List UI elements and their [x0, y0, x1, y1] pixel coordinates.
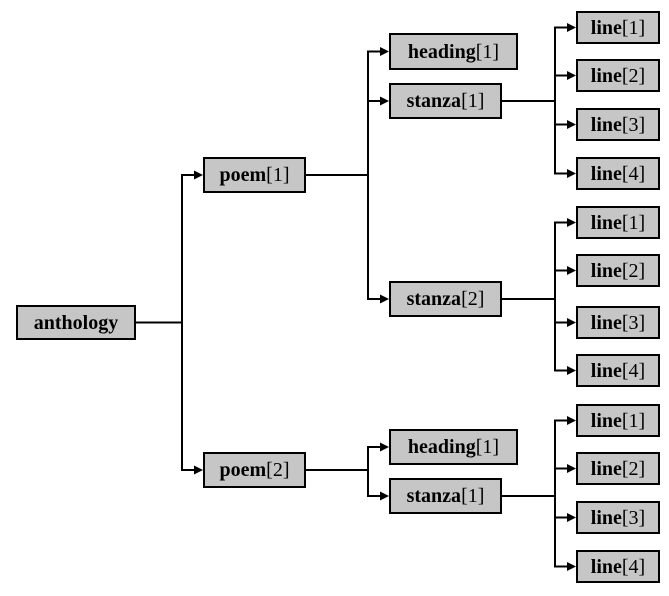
node-label-index: [1]	[621, 211, 646, 234]
node-label-index: [4]	[621, 359, 646, 382]
node-label-index: [3]	[621, 113, 646, 136]
node-p2s1-line-4: line[4]	[576, 550, 660, 583]
node-label-index: [2]	[621, 64, 646, 87]
node-label-index: [4]	[621, 162, 646, 185]
node-label-name: line	[590, 162, 622, 185]
node-p1s2-line-1: line[1]	[576, 206, 660, 239]
node-p1s2-line-3: line[3]	[576, 306, 660, 339]
node-label-index: [2]	[621, 259, 646, 282]
node-label-index: [3]	[621, 311, 646, 334]
node-p1s1-line-4: line[4]	[576, 157, 660, 190]
node-label-index: [2]	[621, 457, 646, 480]
node-label-name: stanza	[406, 485, 462, 507]
node-poem-1: poem[1]	[203, 157, 306, 193]
node-label-index: [1]	[266, 164, 290, 186]
node-poem-2: poem[2]	[203, 452, 306, 488]
node-label-name: heading	[407, 436, 476, 458]
node-label-name: poem	[219, 459, 267, 481]
node-label-name: line	[590, 16, 622, 39]
node-p1s1-line-3: line[3]	[576, 108, 660, 141]
node-label-index: [4]	[621, 555, 646, 578]
node-p2s1-line-2: line[2]	[576, 452, 660, 485]
node-label-index: [1]	[475, 436, 500, 458]
node-p1s1-line-1: line[1]	[576, 11, 660, 44]
node-label-name: line	[590, 113, 622, 136]
node-label-name: line	[590, 311, 622, 334]
node-label-name: anthology	[33, 311, 119, 334]
node-label-name: line	[590, 359, 622, 382]
node-label-name: line	[590, 457, 622, 480]
node-p2s1-line-3: line[3]	[576, 501, 660, 534]
node-label-name: line	[590, 409, 622, 432]
node-p1s2-line-2: line[2]	[576, 254, 660, 287]
node-poem2-stanza-1: stanza[1]	[389, 478, 502, 514]
node-poem1-stanza-2: stanza[2]	[389, 281, 502, 317]
node-label-name: line	[590, 555, 622, 578]
node-label-name: line	[590, 506, 622, 529]
node-anthology: anthology	[16, 305, 136, 340]
node-label-name: line	[590, 211, 622, 234]
node-p1s2-line-4: line[4]	[576, 354, 660, 387]
node-poem1-heading-1: heading[1]	[389, 33, 518, 70]
node-poem2-heading-1: heading[1]	[389, 429, 518, 465]
node-label-index: [1]	[461, 485, 485, 507]
node-label-name: line	[590, 64, 622, 87]
node-label-index: [1]	[621, 409, 646, 432]
node-poem1-stanza-1: stanza[1]	[389, 83, 502, 119]
node-label-index: [1]	[621, 16, 646, 39]
node-p1s1-line-2: line[2]	[576, 59, 660, 92]
node-label-index: [1]	[461, 90, 485, 112]
node-p2s1-line-1: line[1]	[576, 404, 660, 437]
node-label-index: [1]	[475, 40, 500, 63]
node-label-name: poem	[219, 164, 267, 186]
node-label-index: [2]	[461, 288, 485, 310]
node-label-index: [3]	[621, 506, 646, 529]
node-label-name: line	[590, 259, 622, 282]
node-label-name: heading	[407, 40, 476, 63]
node-label-name: stanza	[406, 288, 462, 310]
node-label-name: stanza	[406, 90, 462, 112]
node-label-index: [2]	[266, 459, 290, 481]
